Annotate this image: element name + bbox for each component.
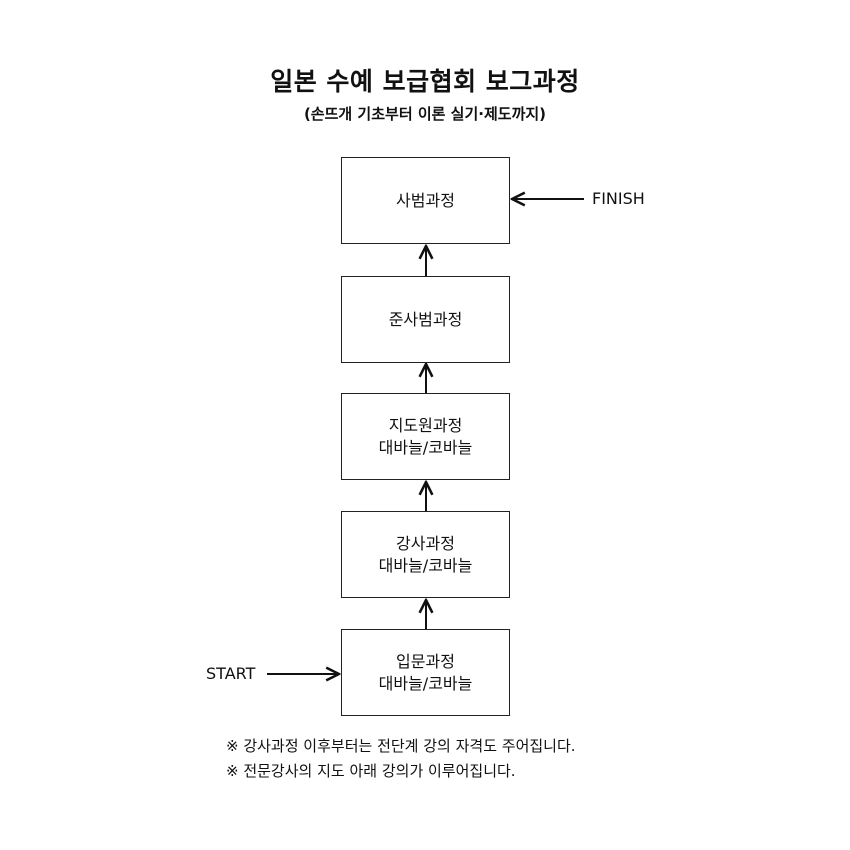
- footnote-1: ※ 강사과정 이후부터는 전단계 강의 자격도 주어집니다.: [226, 737, 576, 755]
- start-label: START: [206, 664, 256, 683]
- step-sublabel: 대바늘/코바늘: [378, 555, 473, 575]
- finish-label: FINISH: [592, 189, 645, 208]
- step-label: 지도원과정: [388, 415, 463, 435]
- step-box-instructor-master: 사범과정: [341, 157, 510, 244]
- step-label: 사범과정: [396, 190, 455, 210]
- diagram-subtitle: (손뜨개 기초부터 이론 실기·제도까지): [303, 105, 547, 123]
- step-sublabel: 대바늘/코바늘: [378, 673, 473, 693]
- diagram-title: 일본 수예 보급협회 보그과정: [270, 67, 580, 96]
- footnote-2: ※ 전문강사의 지도 아래 강의가 이루어집니다.: [226, 762, 516, 780]
- step-box-lecturer: 강사과정 대바늘/코바늘: [341, 511, 510, 598]
- step-label: 강사과정: [396, 533, 455, 553]
- step-box-instructor-guide: 지도원과정 대바늘/코바늘: [341, 393, 510, 480]
- step-sublabel: 대바늘/코바늘: [378, 437, 473, 457]
- step-box-introductory: 입문과정 대바늘/코바늘: [341, 629, 510, 716]
- step-box-associate-master: 준사범과정: [341, 276, 510, 363]
- step-label: 입문과정: [396, 651, 455, 671]
- step-label: 준사범과정: [388, 309, 463, 329]
